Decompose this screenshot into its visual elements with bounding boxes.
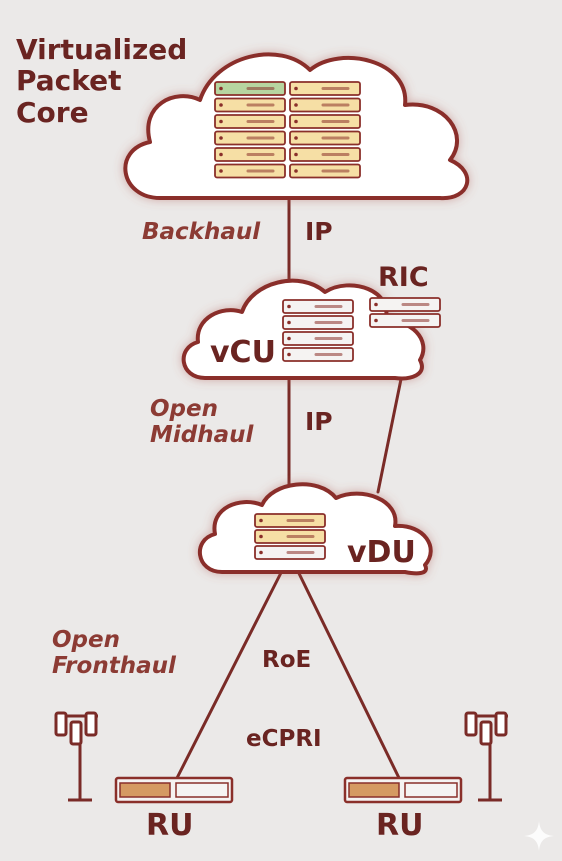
fronthaul-protocol-ecpri: eCPRI (246, 726, 322, 752)
cell-tower-icon-right (464, 711, 508, 802)
fronthaul-label: Open Fronthaul (52, 627, 176, 680)
ric-server-icon (369, 297, 441, 328)
ric-label: RIC (378, 262, 429, 293)
vcu-server-rack-icon (282, 299, 354, 362)
midhaul-label: Open Midhaul (150, 396, 254, 449)
core-title-line-2: Packet (16, 64, 122, 98)
fronthaul-link-right (288, 553, 402, 782)
ru-left-label: RU (146, 808, 194, 843)
vcu-label: vCU (210, 335, 276, 370)
fronthaul-link-left (174, 553, 292, 782)
core-server-rack-icon (214, 81, 361, 179)
radio-unit-icon-right (343, 776, 463, 804)
vdu-label: vDU (347, 535, 416, 570)
core-title-line-1: Virtualized (16, 33, 188, 66)
backhaul-protocol-label: IP (305, 217, 333, 246)
backhaul-label: Backhaul (142, 219, 261, 245)
midhaul-protocol-label: IP (305, 407, 333, 436)
midhaul-line-1: Open (150, 396, 218, 422)
radio-unit-icon-left (114, 776, 234, 804)
cell-tower-icon-left (54, 711, 98, 802)
core-title: Virtualized Packet Core (16, 34, 187, 128)
ru-right-label: RU (376, 808, 424, 843)
fronthaul-line-1: Open (52, 627, 120, 653)
fronthaul-protocol-roe: RoE (262, 647, 312, 673)
vdu-server-rack-icon (254, 513, 326, 560)
midhaul-line-2: Midhaul (150, 421, 254, 448)
core-title-line-3: Core (16, 95, 89, 129)
fronthaul-line-2: Fronthaul (52, 652, 176, 679)
sparkle-icon (524, 821, 554, 851)
